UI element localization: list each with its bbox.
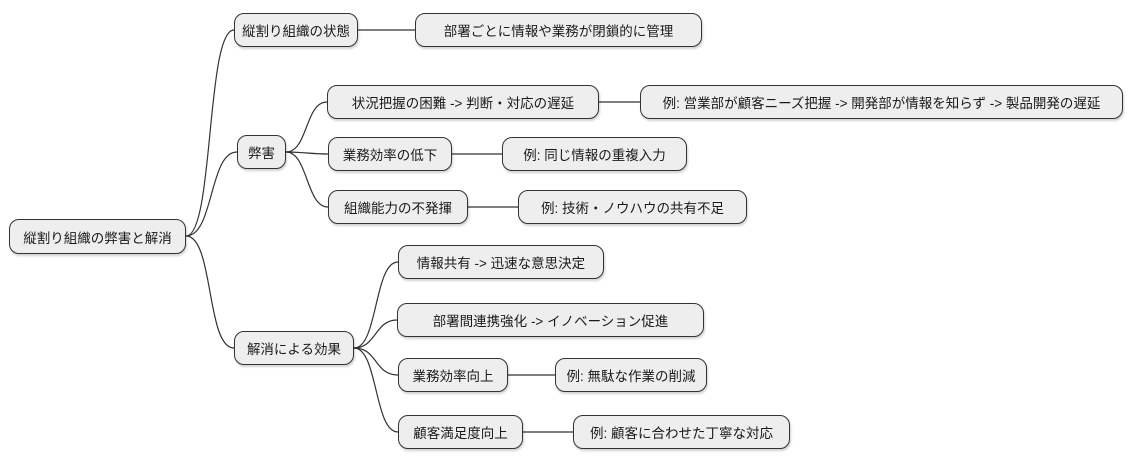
node-kaisho-item-4-example[interactable]: 例: 顧客に合わせた丁寧な対応 — [573, 415, 790, 449]
node-heigai-item-2[interactable]: 業務効率の低下 — [328, 137, 452, 171]
node-heigai-item-3[interactable]: 組織能力の不発揮 — [328, 190, 468, 224]
edge-root-state — [185, 29, 235, 237]
edge-root-heigai — [185, 151, 238, 237]
edge-kaisho-k2 — [353, 319, 398, 349]
node-kaisho[interactable]: 解消による効果 — [234, 331, 354, 365]
node-heigai-item-2-example[interactable]: 例: 同じ情報の重複入力 — [502, 137, 687, 171]
node-state-detail[interactable]: 部署ごとに情報や業務が閉鎖的に管理 — [415, 13, 702, 47]
node-heigai-item-1-example[interactable]: 例: 営業部が顧客ニーズ把握 -> 開発部が情報を知らず -> 製品開発の遅延 — [640, 85, 1123, 119]
edge-kaisho-k1 — [353, 261, 399, 349]
edge-kaisho-k4 — [353, 347, 399, 433]
node-root[interactable]: 縦割り組織の弊害と解消 — [9, 219, 186, 254]
node-kaisho-item-3-example[interactable]: 例: 無駄な作業の削減 — [555, 358, 707, 392]
node-kaisho-item-1[interactable]: 情報共有 -> 迅速な意思決定 — [398, 245, 604, 279]
edge-heigai-h1 — [285, 101, 328, 153]
node-kaisho-item-4[interactable]: 顧客満足度向上 — [398, 415, 523, 449]
node-heigai[interactable]: 弊害 — [237, 135, 286, 169]
node-state[interactable]: 縦割り組織の状態 — [234, 13, 358, 47]
node-kaisho-item-2[interactable]: 部署間連携強化 -> イノベーション促進 — [397, 303, 704, 337]
node-heigai-item-1[interactable]: 状況把握の困難 -> 判断・対応の遅延 — [327, 85, 599, 119]
edge-heigai-h3 — [285, 151, 329, 208]
node-heigai-item-3-example[interactable]: 例: 技術・ノウハウの共有不足 — [518, 190, 747, 224]
edge-heigai-h2 — [285, 151, 329, 155]
edge-root-kaisho — [185, 235, 235, 349]
edge-kaisho-k3 — [353, 347, 399, 376]
node-kaisho-item-3[interactable]: 業務効率向上 — [398, 358, 508, 392]
